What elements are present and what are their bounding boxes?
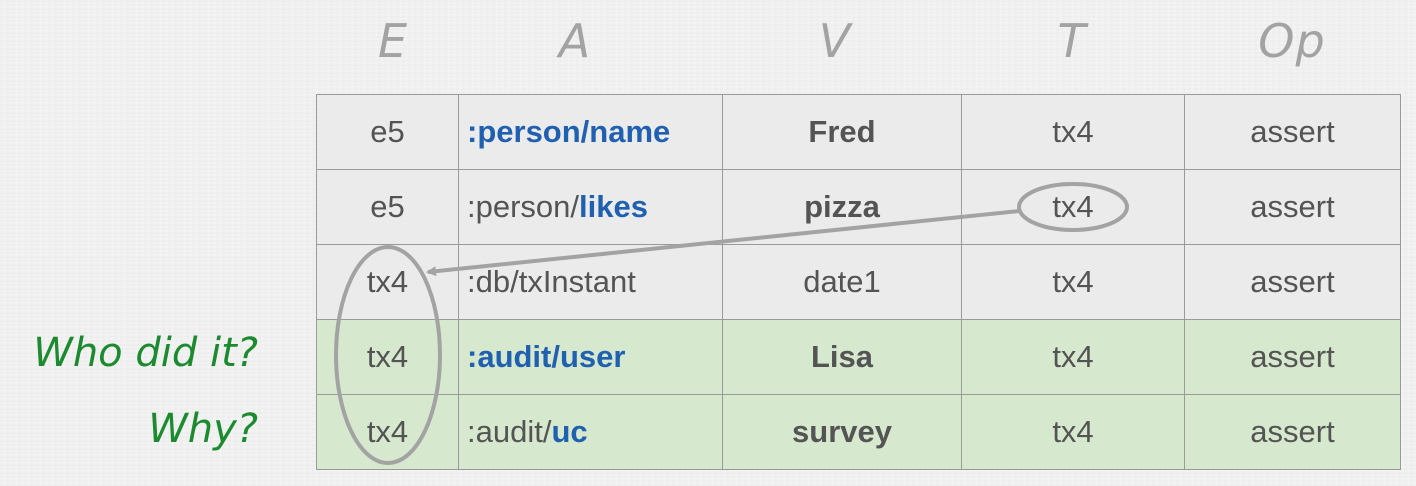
datom-table: e5 :person/name Fred tx4 assert e5 :pers…	[316, 94, 1401, 470]
attribute-prefix: :db/txInstant	[467, 264, 636, 299]
attribute-cell: :audit/user	[458, 319, 723, 395]
column-headers: E A V T Op	[0, 14, 1416, 74]
header-op: Op	[1258, 14, 1326, 68]
attribute-key: :person/name	[467, 114, 671, 149]
header-t: T	[1057, 14, 1087, 68]
op-cell: assert	[1184, 244, 1401, 320]
header-e: E	[377, 14, 409, 68]
value-cell: survey	[722, 394, 962, 470]
entity-cell: tx4	[316, 244, 459, 320]
tx-cell: tx4	[961, 394, 1185, 470]
who-did-it-label: Who did it?	[33, 330, 258, 376]
op-cell: assert	[1184, 319, 1401, 395]
entity-cell: tx4	[316, 394, 459, 470]
tx-cell: tx4	[961, 244, 1185, 320]
op-cell: assert	[1184, 94, 1401, 170]
value-cell: Fred	[722, 94, 962, 170]
table-row: tx4 :audit/user Lisa tx4 assert	[316, 319, 1401, 395]
attribute-prefix: :person/	[467, 189, 580, 224]
attribute-key: uc	[551, 414, 588, 449]
value-cell: pizza	[722, 169, 962, 245]
tx-cell: tx4	[961, 169, 1185, 245]
header-v: V	[818, 14, 852, 68]
attribute-cell: :person/name	[458, 94, 723, 170]
attribute-cell: :person/likes	[458, 169, 723, 245]
attribute-key: :audit/user	[467, 339, 626, 374]
attribute-cell: :audit/uc	[458, 394, 723, 470]
table-row: e5 :person/name Fred tx4 assert	[316, 94, 1401, 170]
attribute-cell: :db/txInstant	[458, 244, 723, 320]
table-row: e5 :person/likes pizza tx4 assert	[316, 169, 1401, 245]
tx-cell: tx4	[961, 319, 1185, 395]
attribute-key: likes	[579, 189, 648, 224]
entity-cell: tx4	[316, 319, 459, 395]
tx-cell: tx4	[961, 94, 1185, 170]
entity-cell: e5	[316, 169, 459, 245]
op-cell: assert	[1184, 394, 1401, 470]
table-row: tx4 :db/txInstant date1 tx4 assert	[316, 244, 1401, 320]
header-a: A	[558, 14, 592, 68]
op-cell: assert	[1184, 169, 1401, 245]
attribute-prefix: :audit/	[467, 414, 552, 449]
entity-cell: e5	[316, 94, 459, 170]
value-cell: date1	[722, 244, 962, 320]
table-row: tx4 :audit/uc survey tx4 assert	[316, 394, 1401, 470]
value-cell: Lisa	[722, 319, 962, 395]
why-label: Why?	[148, 406, 258, 452]
